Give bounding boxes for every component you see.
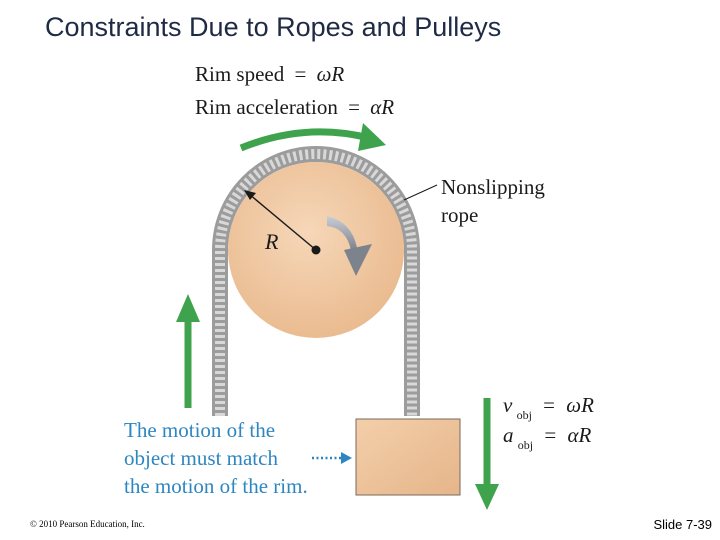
rim-acceleration-text: Rim acceleration = αR <box>195 95 394 119</box>
rope-label-line2: rope <box>441 203 478 227</box>
note-dotted-arrowhead <box>341 452 352 464</box>
slide-title: Constraints Due to Ropes and Pulleys <box>45 12 502 42</box>
rope-leader-line <box>403 184 438 201</box>
rotation-arrowhead <box>344 244 372 276</box>
hanging-block <box>355 418 461 496</box>
object-down-arrowhead <box>475 484 499 510</box>
v-obj-equation: v obj = ωR <box>503 393 594 424</box>
radius-line <box>248 193 317 251</box>
a-obj-equation: a obj = αR <box>503 423 591 454</box>
radius-label: R <box>264 229 279 254</box>
rope-highlight <box>215 149 417 416</box>
motion-note-line2: object must match <box>124 446 278 470</box>
motion-note-line1: The motion of the <box>124 418 275 442</box>
rotation-arrow-icon <box>327 216 357 250</box>
rim-acceleration-arrowhead <box>358 123 386 151</box>
rope-label-line1: Nonslipping <box>441 175 545 199</box>
copyright-notice: © 2010 Pearson Education, Inc. <box>30 519 145 529</box>
motion-note-line3: the motion of the rim. <box>124 474 308 498</box>
rim-acceleration-arrow-icon <box>239 128 370 152</box>
left-rope-up-arrowhead <box>176 294 200 322</box>
rim-speed-text: Rim speed = ωR <box>195 62 344 86</box>
radius-arrowhead <box>244 190 256 200</box>
slide-number: Slide 7-39 <box>653 517 712 532</box>
